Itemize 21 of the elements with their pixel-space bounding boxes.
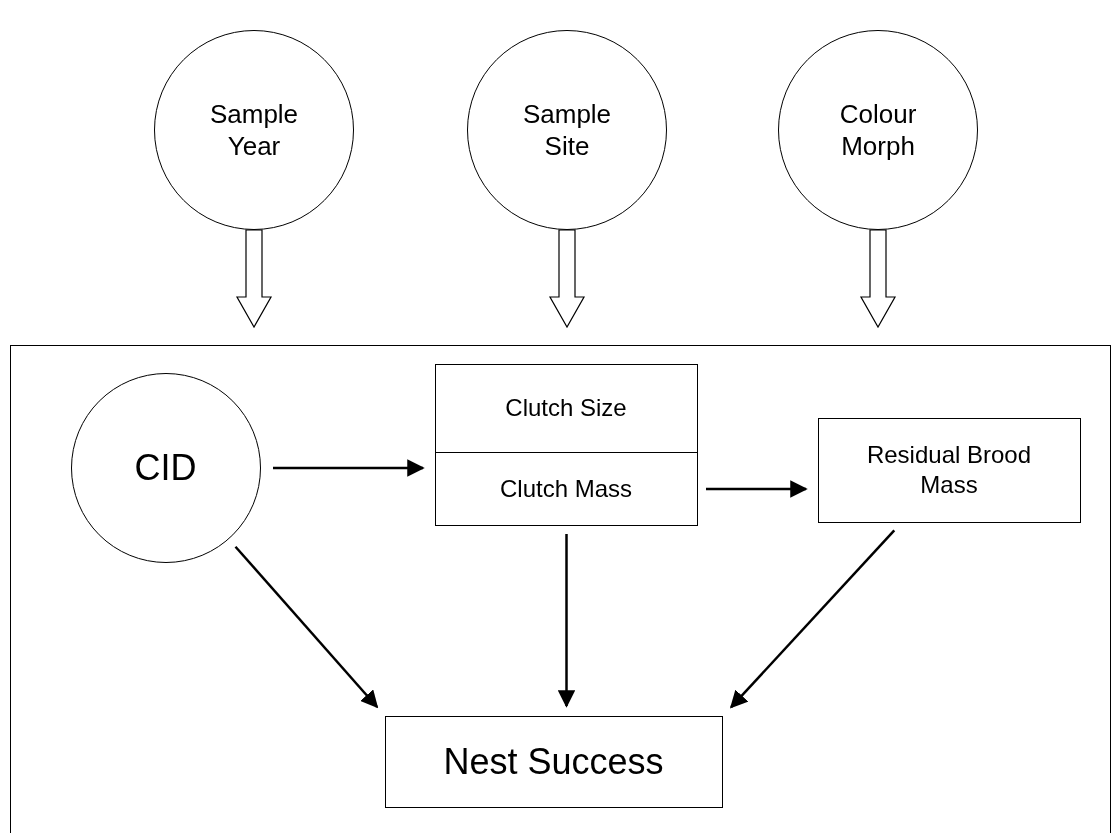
node-label: Sample Year (208, 97, 300, 163)
node-label: Residual Brood Mass (865, 440, 1033, 500)
block-arrow (859, 229, 897, 329)
arrow (273, 459, 425, 477)
arrow (557, 534, 576, 708)
model-frame (10, 345, 1111, 833)
arrow (706, 480, 808, 498)
node-label: Clutch Mass (499, 473, 632, 504)
node-label: Colour Morph (838, 97, 918, 163)
block-arrow (548, 229, 586, 329)
variable-box (817, 417, 1081, 523)
block-arrow (235, 229, 273, 329)
node-label: Nest Success (443, 740, 664, 784)
variable-box (384, 715, 723, 808)
arrow (729, 529, 896, 709)
variable-box (434, 451, 698, 526)
variable-box (434, 363, 698, 453)
arrow (234, 545, 379, 709)
node-label: CID (134, 446, 197, 490)
node-label: Clutch Size (505, 393, 627, 423)
node-label: Sample Site (521, 97, 613, 163)
